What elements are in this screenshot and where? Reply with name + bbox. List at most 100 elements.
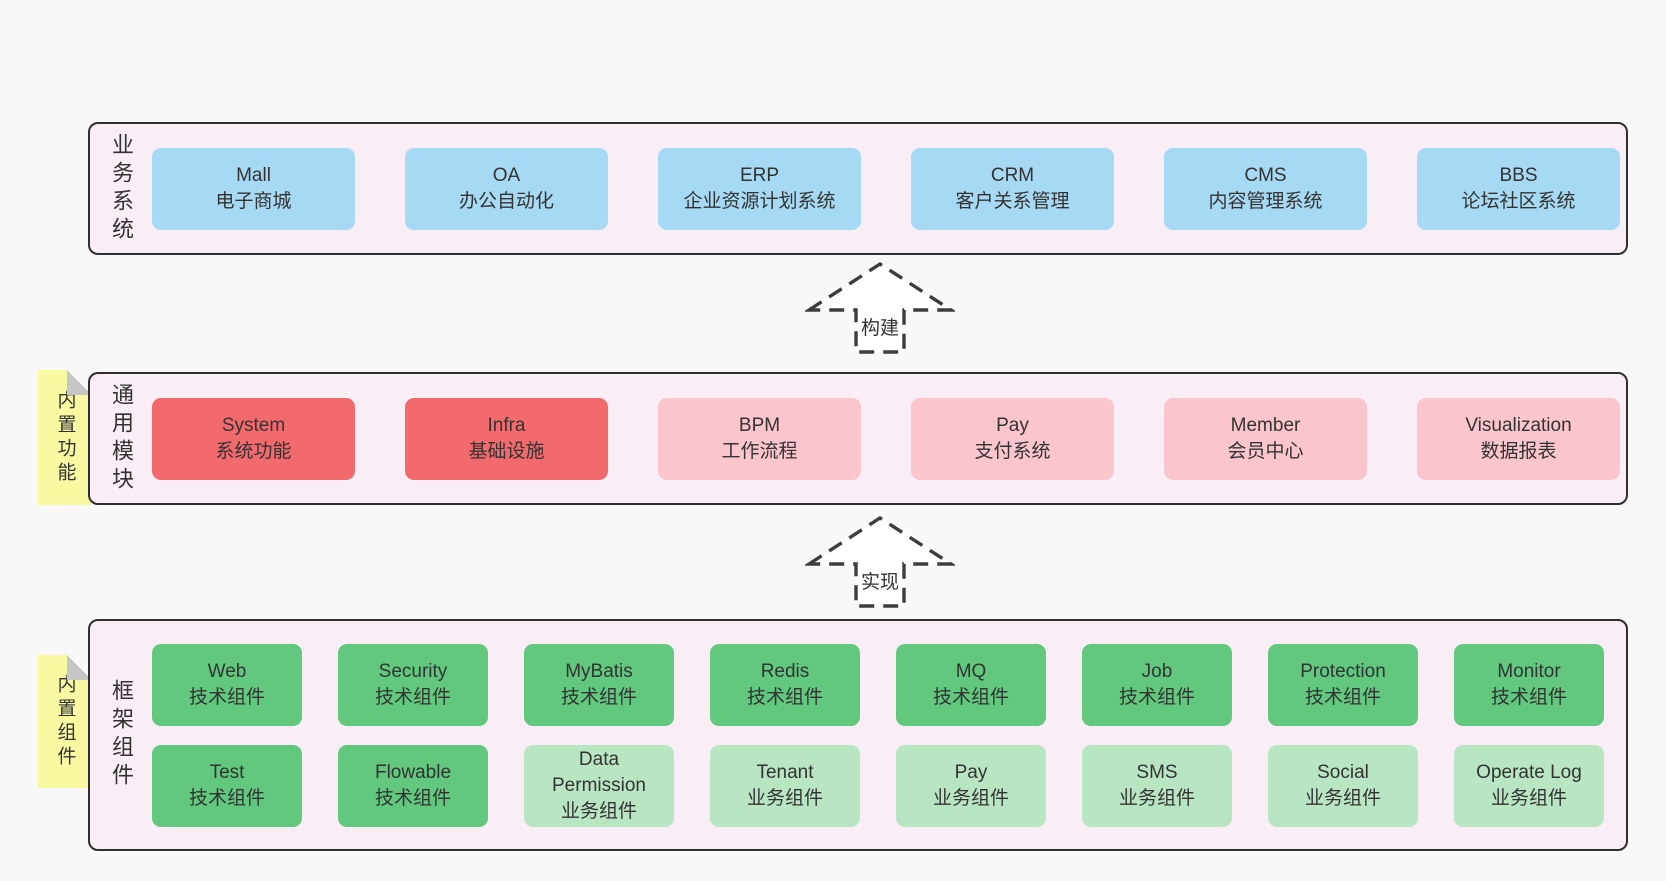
box-subtitle: 技术组件 [1490,686,1567,708]
box-subtitle: 技术组件 [746,686,823,708]
box-title: Test [209,761,245,783]
box-tenant: Tenant 业务组件 [710,744,860,827]
dashed-up-arrow-shape [805,261,955,354]
box-title: Web [207,660,247,682]
built-in-components-tab: 内置组件 [38,655,92,788]
box-subtitle: 技术组件 [374,686,451,708]
box-operate-log: Operate Log 业务组件 [1454,744,1604,827]
box-social: Social 业务组件 [1268,744,1418,827]
section-label-business: 业务系统 [109,132,134,245]
box-subtitle: 支付系统 [974,440,1051,462]
box-visualization: Visualization 数据报表 [1417,397,1620,480]
box-title: MQ [955,660,987,682]
box-subtitle: 业务组件 [1304,787,1381,809]
box-title: CMS [1244,164,1287,186]
box-title: Mall [236,164,271,186]
box-title: Flowable [374,761,452,783]
box-subtitle: 客户关系管理 [955,190,1070,212]
box-subtitle: 内容管理系统 [1208,190,1323,212]
box-title: Data Permission [552,748,646,796]
box-subtitle: 论坛社区系统 [1461,190,1576,212]
box-monitor: Monitor 技术组件 [1454,643,1604,726]
box-subtitle: 技术组件 [1304,686,1381,708]
framework-components-panel: 框架组件 Web 技术组件 Security 技术组件 MyBatis 技术组件 Redis… [88,619,1628,851]
box-subtitle: 技术组件 [374,787,451,809]
box-subtitle: 技术组件 [560,686,637,708]
box-title: Monitor [1497,660,1561,682]
tab-label: 内置组件 [54,673,76,770]
build-arrow: 构建 [805,261,955,354]
box-erp: ERP 企业资源计划系统 [658,147,861,230]
box-title: BPM [738,414,781,436]
box-title: SMS [1136,761,1178,783]
box-title: Redis [760,660,810,682]
box-title: Member [1230,414,1301,436]
box-bbs: BBS 论坛社区系统 [1417,147,1620,230]
box-infra: Infra 基础设施 [405,397,608,480]
box-title: Operate Log [1476,761,1582,783]
box-subtitle: 技术组件 [188,787,265,809]
dashed-up-arrow-shape [805,515,955,608]
box-mall: Mall 电子商城 [152,147,355,230]
box-pay: Pay 业务组件 [896,744,1046,827]
box-subtitle: 基础设施 [468,440,545,462]
box-title: Pay [954,761,988,783]
box-protection: Protection 技术组件 [1268,643,1418,726]
build-arrow-label: 构建 [861,317,899,339]
box-data-permission: Data Permission 业务组件 [524,744,674,827]
box-subtitle: 技术组件 [932,686,1009,708]
box-subtitle: 系统功能 [215,440,292,462]
section-label-modules: 通用模块 [109,382,134,495]
box-title: Visualization [1465,414,1572,436]
box-title: MyBatis [565,660,633,682]
box-title: Infra [487,414,526,436]
box-title: Job [1141,660,1173,682]
box-sms: SMS 业务组件 [1082,744,1232,827]
box-title: Protection [1300,660,1386,682]
box-member: Member 会员中心 [1164,397,1367,480]
box-subtitle: 数据报表 [1480,440,1557,462]
box-subtitle: 会员中心 [1227,440,1304,462]
box-subtitle: 业务组件 [1118,787,1195,809]
section-label-components: 框架组件 [109,679,134,791]
box-system: System 系统功能 [152,397,355,480]
box-security: Security 技术组件 [338,643,488,726]
box-subtitle: 技术组件 [188,686,265,708]
box-subtitle: 业务组件 [932,787,1009,809]
box-title: BBS [1499,164,1538,186]
box-title: Tenant [756,761,814,783]
box-title: Pay [996,414,1029,436]
box-mq: MQ 技术组件 [896,643,1046,726]
box-test: Test 技术组件 [152,744,302,827]
box-title: CRM [990,164,1035,186]
tab-label: 内置功能 [54,389,76,486]
box-title: Social [1317,761,1369,783]
box-subtitle: 办公自动化 [458,190,554,212]
implement-arrow: 实现 [805,515,955,608]
box-subtitle: 业务组件 [560,800,637,822]
box-subtitle: 企业资源计划系统 [683,190,836,212]
box-flowable: Flowable 技术组件 [338,744,488,827]
box-subtitle: 业务组件 [1490,787,1567,809]
box-subtitle: 业务组件 [746,787,823,809]
box-title: System [221,414,286,436]
box-cms: CMS 内容管理系统 [1164,147,1367,230]
box-web: Web 技术组件 [152,643,302,726]
box-title: ERP [739,164,780,186]
box-subtitle: 电子商城 [215,190,292,212]
built-in-features-tab: 内置功能 [38,370,92,505]
box-title: Security [378,660,448,682]
